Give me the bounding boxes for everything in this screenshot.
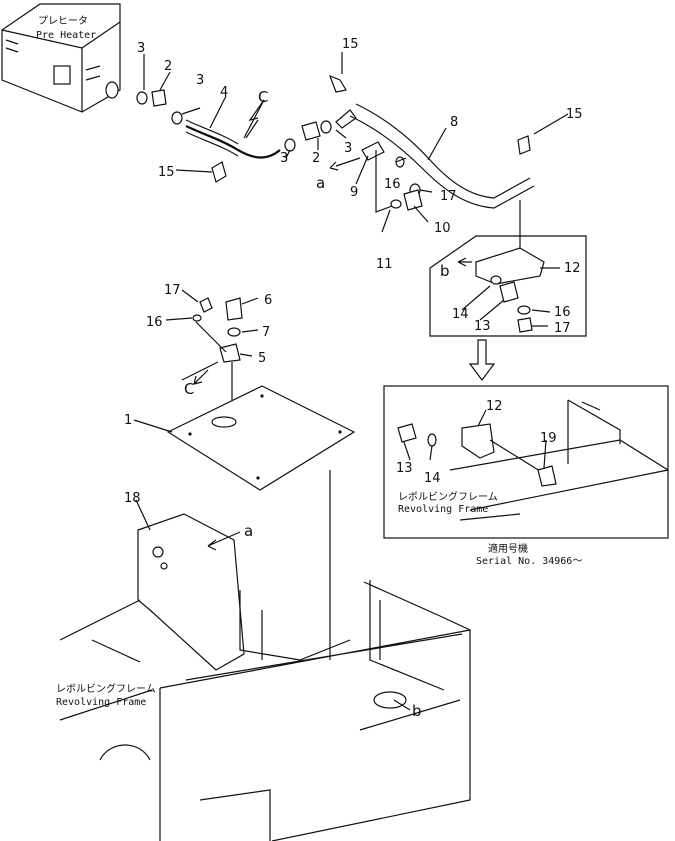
- view-ref-a: a: [244, 522, 253, 540]
- callout-3: 3: [196, 73, 204, 88]
- callout-13: 13: [396, 461, 413, 476]
- hose-assembly-left: [136, 89, 332, 183]
- callout-17: 17: [554, 321, 571, 336]
- bracket-group: [192, 297, 243, 410]
- pipe-assembly: [328, 74, 535, 213]
- callout-leaders: [133, 52, 569, 711]
- view-ref-c: C: [184, 380, 194, 398]
- callout-16: 16: [146, 315, 163, 330]
- detail-frame-box: [383, 385, 669, 539]
- frame-labels: レボルビングフレーム Revolving Frame レボルビングフレーム Re…: [56, 490, 582, 708]
- callout-17: 17: [164, 283, 181, 298]
- callout-8: 8: [450, 115, 458, 130]
- callout-5: 5: [258, 351, 266, 366]
- callout-15: 15: [342, 37, 359, 52]
- view-ref-b: b: [440, 262, 450, 280]
- view-refs: C a b C a b: [184, 88, 450, 720]
- callout-12: 12: [486, 399, 503, 414]
- main-frame-label-en: Revolving Frame: [56, 697, 146, 708]
- callout-12: 12: [564, 261, 581, 276]
- callout-17: 17: [440, 189, 457, 204]
- callout-2: 2: [164, 59, 172, 74]
- callout-7: 7: [262, 325, 270, 340]
- callout-18: 18: [124, 491, 141, 506]
- view-ref-b: b: [412, 702, 422, 720]
- callout-19: 19: [540, 431, 557, 446]
- pre-heater-label-en: Pre Heater: [36, 30, 96, 41]
- detail-b-box: [429, 200, 587, 337]
- callout-14: 14: [424, 471, 441, 486]
- callout-16: 16: [384, 177, 401, 192]
- callout-3: 3: [137, 41, 145, 56]
- callout-1: 1: [124, 413, 132, 428]
- detail-frame-label-en: Revolving Frame: [398, 504, 488, 515]
- callout-13: 13: [474, 319, 491, 334]
- callout-14: 14: [452, 307, 469, 322]
- callout-6: 6: [264, 293, 272, 308]
- arrow-down-icon: [468, 339, 496, 381]
- callout-3: 3: [344, 141, 352, 156]
- pre-heater-label-jp: プレヒータ: [38, 15, 88, 27]
- callout-3: 3: [280, 151, 288, 166]
- serial-label-en: Serial No. 34966～: [476, 556, 582, 567]
- callout-numbers: 3 2 3 4 15 3 2 3 15 8 15 9 16 17 10 11 1…: [124, 37, 583, 506]
- revolving-frame-main: [59, 470, 471, 841]
- view-ref-a: a: [316, 174, 325, 192]
- view-ref-c: C: [258, 88, 268, 106]
- callout-15: 15: [158, 165, 175, 180]
- cover-plate: [166, 385, 356, 491]
- serial-label-jp: 適用号機: [488, 542, 528, 555]
- callout-9: 9: [350, 185, 358, 200]
- callout-15: 15: [566, 107, 583, 122]
- callout-10: 10: [434, 221, 451, 236]
- main-frame-label-jp: レボルビングフレーム: [56, 682, 156, 695]
- callout-16: 16: [554, 305, 571, 320]
- pre-heater-unit: プレヒータ Pre Heater: [1, 3, 121, 113]
- detail-frame-label-jp: レボルビングフレーム: [398, 490, 498, 503]
- callout-11: 11: [376, 257, 393, 272]
- callout-4: 4: [220, 85, 228, 100]
- callout-2: 2: [312, 151, 320, 166]
